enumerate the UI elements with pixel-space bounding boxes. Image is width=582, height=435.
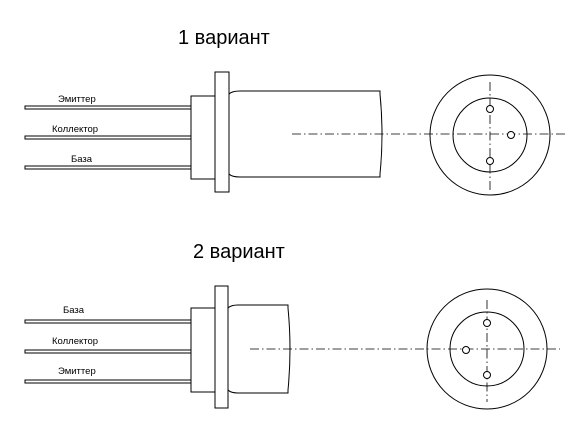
variant-1-title: 1 вариант xyxy=(178,27,270,49)
variant-1-base-stem xyxy=(190,95,216,180)
variant-1-pin-hole-top xyxy=(486,105,494,113)
variant-2-pin-hole-top xyxy=(483,319,491,327)
variant-1-end-view xyxy=(429,74,551,196)
variant-1-side-view: Эмиттер Коллектор База xyxy=(24,71,566,193)
variant-2-lead-top xyxy=(24,319,192,324)
variant-2-lead-top-label: База xyxy=(63,305,85,316)
variant-2-lead-bottom xyxy=(24,379,192,384)
variant-1-pin-hole-right xyxy=(507,131,515,139)
variant-1-lead-bottom xyxy=(24,165,192,170)
variant-1-lead-middle-label: Коллектор xyxy=(52,124,98,135)
variant-1-lead-middle xyxy=(24,135,192,140)
variant-1-pin-hole-bottom xyxy=(486,157,494,165)
variant-1-lead-top xyxy=(24,105,192,110)
variant-2-pin-hole-left xyxy=(462,346,470,354)
variant-2-lead-middle xyxy=(24,349,192,354)
variant-1-lead-top-label: Эмиттер xyxy=(58,94,96,105)
variant-2-lead-middle-label: Коллектор xyxy=(52,336,98,347)
variant-2-outer-circle xyxy=(426,288,548,410)
variant-1-outer-circle xyxy=(429,74,551,196)
variant-2-flange xyxy=(214,285,229,409)
variant-2-lead-bottom-label: Эмиттер xyxy=(58,366,96,377)
variant-2-side-view: База Коллектор Эмиттер xyxy=(24,285,560,409)
variant-2-pin-hole-bottom xyxy=(483,371,491,379)
variant-1-flange xyxy=(214,71,230,193)
variant-2-end-view xyxy=(426,288,548,410)
variant-2-title: 2 вариант xyxy=(193,241,285,263)
variant-1-lead-bottom-label: База xyxy=(71,154,93,165)
variant-2-base-stem xyxy=(190,307,216,393)
variant-2: 2 вариант База Коллектор Эмиттер xyxy=(24,241,560,410)
variant-1: 1 вариант Эмиттер Коллектор База xyxy=(24,27,566,196)
